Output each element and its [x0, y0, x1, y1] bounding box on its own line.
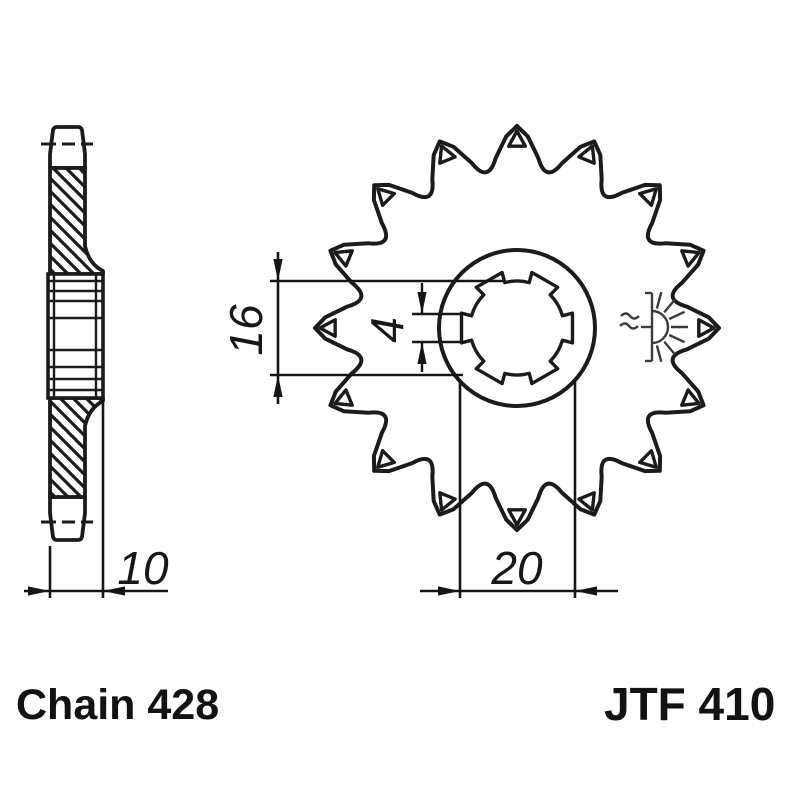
spline-bore [459, 270, 575, 386]
dim-spline-outer-diameter-label: 20 [490, 542, 543, 594]
finish-symbol-ray [668, 310, 686, 321]
hatch-line [50, 398, 103, 497]
arrow-10-right [103, 586, 125, 596]
finish-symbol-ray [663, 340, 677, 356]
hatch-line [110, 396, 213, 499]
tooth-tip-chamfer [507, 508, 527, 527]
tooth-tip-chamfer [507, 129, 527, 148]
tooth-tip-chamfer [376, 449, 396, 469]
side-tooth-top [48, 125, 87, 170]
side-tooth-bottom [48, 495, 87, 542]
hatch-line [50, 168, 103, 274]
section-hatching [0, 396, 213, 499]
finish-symbol-arc [651, 309, 670, 345]
hatch-line [50, 168, 103, 274]
hatch-line [0, 166, 44, 276]
arrow-16-top [273, 259, 283, 281]
hatch-line [50, 398, 72, 497]
hatch-line [69, 398, 103, 497]
hatch-line [50, 168, 98, 274]
finish-symbol-ray [655, 345, 663, 363]
side-view-cross-section [0, 125, 213, 542]
arrow-10-left [28, 586, 50, 596]
hatch-line [101, 168, 103, 274]
front-view-sprocket [313, 124, 721, 532]
hatch-line [62, 168, 103, 274]
tooth-tip-chamfer [577, 144, 596, 165]
hatch-line [50, 168, 72, 274]
tooth-tip-chamfer [680, 388, 701, 407]
hatch-line [50, 398, 103, 497]
finish-symbol-ray [655, 291, 663, 309]
tooth-tip-chamfer [638, 449, 658, 469]
finish-symbol-ray [668, 333, 686, 344]
arrow-20-right [575, 586, 597, 596]
surface-finish-icon [619, 291, 688, 363]
tooth-tip-chamfer [333, 388, 354, 407]
tooth-tip-chamfer [318, 318, 337, 338]
hatch-line [50, 168, 103, 274]
dim-hub-width-label: 10 [117, 542, 169, 594]
tooth-tip-chamfer [680, 249, 701, 268]
dim-spline-bore-diameter-label: 16 [220, 304, 272, 356]
side-hub-outline [46, 272, 105, 400]
sprocket-teeth-outline [313, 124, 721, 532]
tooth-tip-chamfer [577, 491, 596, 512]
arrow-20-left [438, 586, 460, 596]
arrow-16-bottom [273, 375, 283, 397]
section-hatching [0, 166, 103, 276]
tooth-tip-chamfer [438, 491, 457, 512]
tooth-tip-chamfer [438, 144, 457, 165]
arrow-4-bottom [417, 342, 427, 364]
tooth-tip-chamfer [333, 249, 354, 268]
hatch-line [82, 398, 103, 497]
dim-spline-groove-width-label: 4 [361, 317, 413, 343]
hatch-line [75, 168, 103, 274]
dimension-annotations [24, 252, 618, 598]
hatch-line [0, 396, 44, 499]
tooth-tip-chamfer [697, 318, 716, 338]
part-number-label: JTF 410 [604, 678, 775, 730]
hatch-line [50, 398, 85, 497]
finish-symbol-ray [663, 298, 677, 314]
hatch-line [56, 398, 103, 497]
chain-size-label: Chain 428 [16, 681, 219, 729]
approx-mark-icon [619, 312, 640, 330]
tooth-tip-chamfer [638, 187, 658, 207]
arrow-4-top [417, 292, 427, 314]
tooth-tip-chamfer [376, 187, 396, 207]
hatch-line [50, 168, 85, 274]
hatch-line [95, 398, 103, 497]
hatch-line [88, 168, 103, 274]
hatch-line [50, 398, 98, 497]
